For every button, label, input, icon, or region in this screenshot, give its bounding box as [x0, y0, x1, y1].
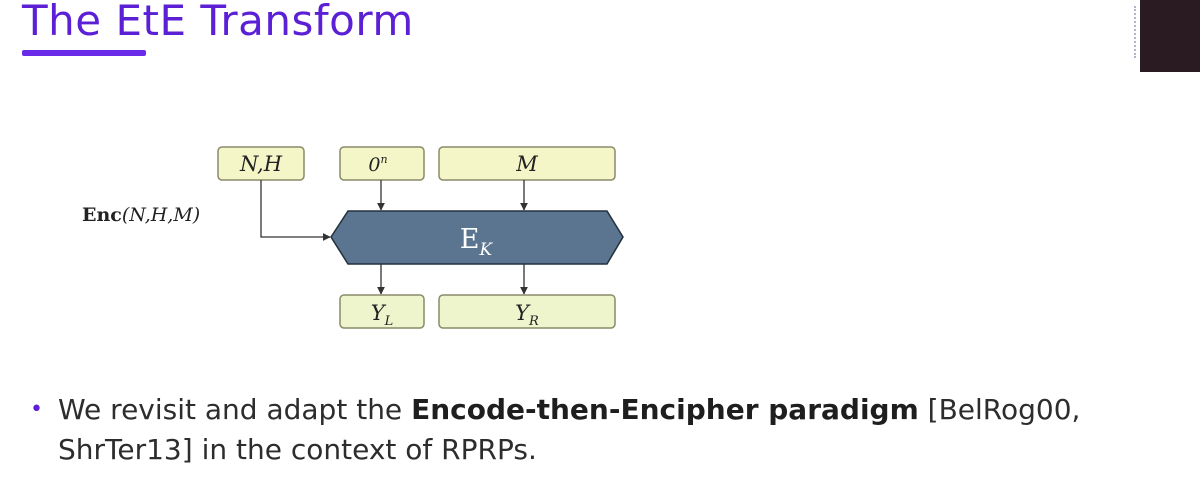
output-yr-label: YR: [515, 301, 539, 329]
input-nh-label: N,H: [239, 152, 283, 176]
bullet-text-before: We revisit and adapt the: [58, 393, 412, 426]
ek-block: EK: [330, 210, 624, 265]
zero-base: 0: [368, 154, 380, 176]
ek-sub: K: [479, 240, 494, 260]
dotted-border-decoration: [1134, 6, 1148, 58]
enc-label: Enc(N,H,M): [82, 204, 200, 226]
arrow-nh-to-block: [260, 180, 331, 241]
input-zero-label: 0n: [368, 153, 387, 176]
yr-sub: R: [528, 314, 539, 329]
slide-title: The EtE Transform: [22, 0, 414, 45]
input-m-label: M: [515, 152, 538, 176]
input-box-nh: N,H: [217, 146, 305, 181]
output-yl-label: YL: [371, 301, 394, 329]
yl-main: Y: [371, 301, 387, 325]
output-box-yr: YR: [438, 294, 616, 329]
title-underline: [22, 50, 146, 56]
ek-block-label: EK: [460, 224, 494, 260]
bullet-text-bold: Encode-then-Encipher paradigm: [411, 393, 919, 426]
bullet-text: We revisit and adapt the Encode-then-Enc…: [58, 390, 1190, 470]
bullet-text-after: [BelRog00, ShrTer13] in the context of R…: [58, 393, 1081, 466]
output-box-yl: YL: [339, 294, 425, 329]
presenter-video-thumbnail: [1134, 0, 1200, 72]
yr-main: Y: [515, 301, 531, 325]
enc-label-args: (N,H,M): [122, 204, 200, 226]
enc-label-bold: Enc: [82, 204, 122, 226]
bullet-dot: •: [30, 397, 43, 422]
ek-main: E: [460, 224, 480, 255]
zero-sup: n: [381, 153, 388, 166]
input-box-m: M: [438, 146, 616, 181]
input-box-zero: 0n: [339, 146, 425, 181]
yl-sub: L: [384, 314, 394, 329]
